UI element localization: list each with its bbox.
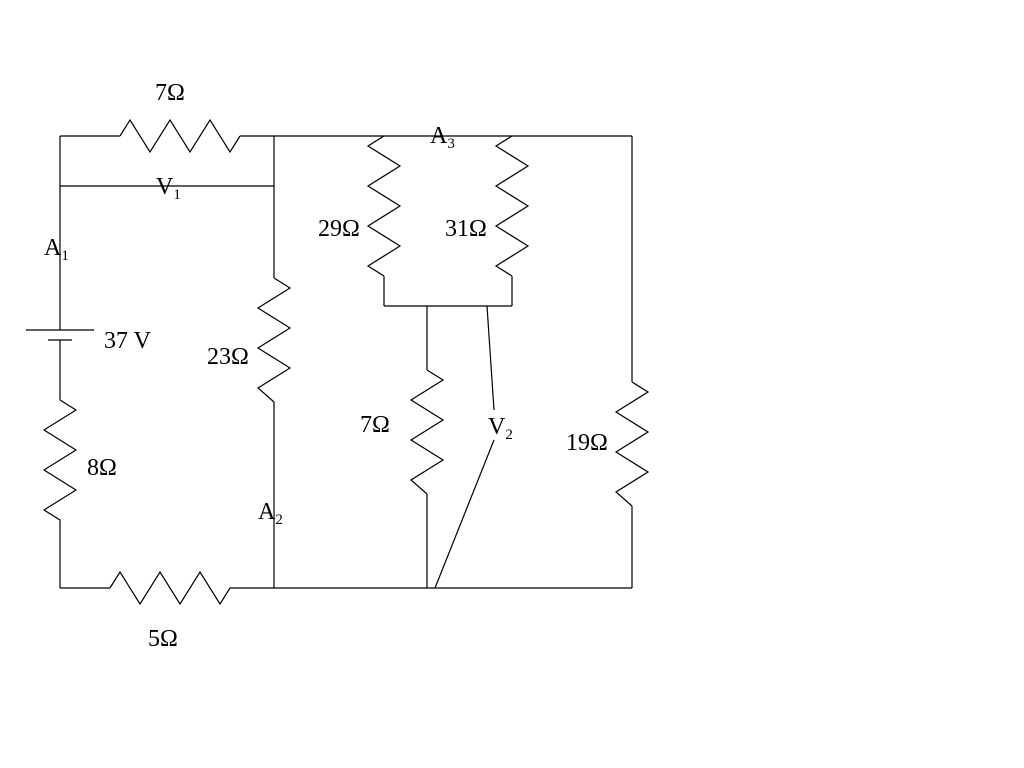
label-resistor-31: 31Ω	[445, 216, 487, 242]
wire-v2-upper	[486, 305, 495, 411]
label-resistor-29: 29Ω	[318, 216, 360, 242]
ammeter-a2-index: 2	[275, 512, 283, 528]
resistors	[42, 118, 650, 606]
resistor-7-top	[119, 118, 241, 154]
label-resistor-23: 23Ω	[207, 344, 249, 370]
resistor-19	[614, 381, 650, 507]
wire-v2-lower	[434, 439, 495, 589]
resistor-23	[256, 277, 292, 403]
label-voltmeter-v2: V2	[488, 414, 513, 443]
resistor-8	[42, 399, 78, 538]
ammeter-a3-index: 3	[447, 136, 455, 152]
ammeter-a3-letter: A	[430, 123, 448, 149]
label-resistor-7-mid: 7Ω	[360, 412, 390, 438]
battery-symbol	[26, 329, 94, 348]
wires	[59, 135, 633, 589]
label-ammeter-a3: A3	[430, 123, 455, 152]
voltmeter-v1-letter: V	[156, 174, 174, 200]
label-battery-voltage: 37 V	[104, 328, 152, 354]
resistor-31	[494, 135, 530, 277]
label-resistor-5: 5Ω	[148, 626, 178, 652]
label-resistor-7-top: 7Ω	[155, 80, 185, 106]
resistor-5-bottom	[109, 570, 231, 606]
resistor-29	[366, 135, 402, 277]
label-ammeter-a1: A1	[44, 235, 69, 264]
label-voltmeter-v1: V1	[156, 174, 181, 203]
label-resistor-8: 8Ω	[87, 455, 117, 481]
label-resistor-19: 19Ω	[566, 430, 608, 456]
label-ammeter-a2: A2	[258, 499, 283, 528]
resistor-7-mid	[409, 369, 445, 495]
ammeter-a1-letter: A	[44, 235, 62, 261]
voltmeter-v2-index: 2	[505, 427, 513, 443]
voltmeter-v2-letter: V	[488, 414, 506, 440]
ammeter-a2-letter: A	[258, 499, 276, 525]
voltmeter-v1-index: 1	[173, 187, 181, 203]
ammeter-a1-index: 1	[61, 248, 69, 264]
